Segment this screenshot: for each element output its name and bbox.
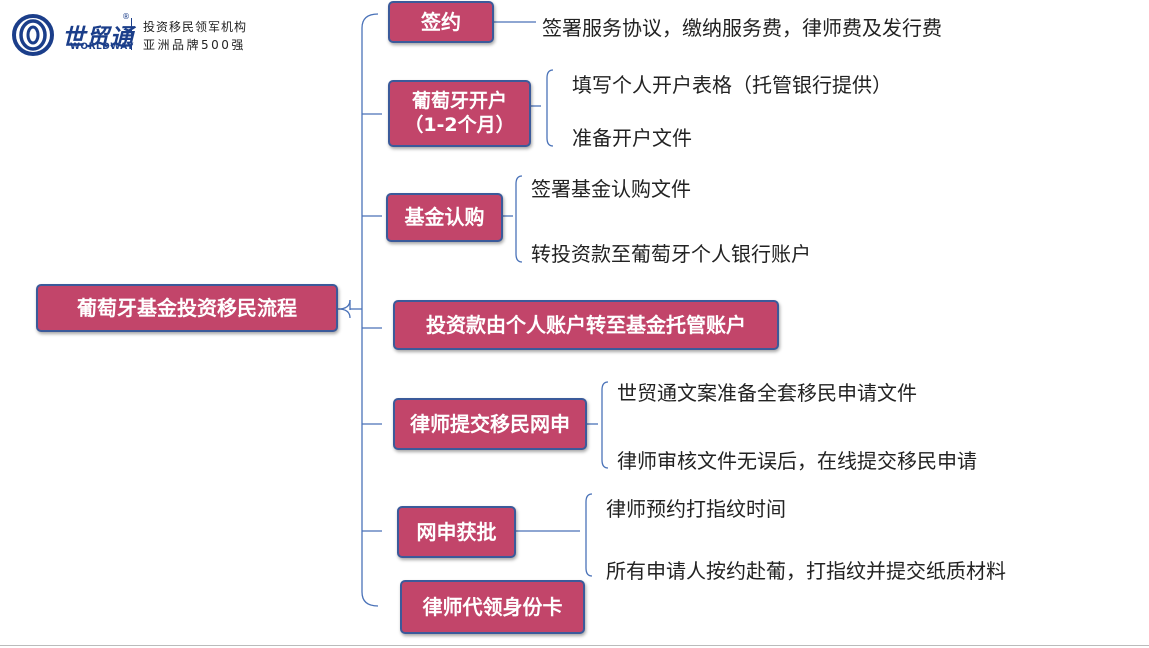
step-6-box: 网申获批 (397, 506, 516, 558)
root-label: 葡萄牙基金投资移民流程 (77, 295, 297, 320)
step-1-label: 签约 (421, 9, 461, 34)
step-5-label: 律师提交移民网申 (410, 411, 570, 436)
step-3-label: 基金认购 (404, 205, 485, 229)
step-1-box: 签约 (388, 1, 494, 43)
step-5-item-2: 律师审核文件无误后，在线提交移民申请 (617, 449, 977, 473)
step-3-item-2: 转投资款至葡萄牙个人银行账户 (531, 242, 811, 266)
step-5-box: 律师提交移民网申 (393, 398, 587, 450)
logo-tagline-2: 亚洲品牌500强 (143, 38, 246, 52)
logo-divider (131, 18, 132, 50)
step-2-label: 葡萄牙开户 （1-2个月） (404, 89, 515, 136)
step-5-item-1: 世贸通文案准备全套移民申请文件 (617, 381, 917, 405)
step-4-label: 投资款由个人账户转至基金托管账户 (426, 312, 746, 337)
step-6-item-2: 所有申请人按约赴葡，打指纹并提交纸质材料 (606, 559, 1006, 583)
step-4-box: 投资款由个人账户转至基金托管账户 (393, 300, 779, 350)
step-7-label: 律师代领身份卡 (422, 594, 563, 619)
worldway-logo-icon (12, 14, 54, 56)
step-2-item-2: 准备开户文件 (572, 126, 692, 150)
step-6-label: 网申获批 (416, 519, 497, 544)
registered-mark-icon: ® (122, 12, 130, 21)
step-3-item-1: 签署基金认购文件 (531, 177, 691, 201)
step-3-box: 基金认购 (386, 193, 503, 242)
logo: 世贸通 ® WORLDWAY 投资移民领军机构 亚洲品牌500强 (12, 12, 272, 58)
bottom-divider (0, 645, 1149, 646)
root-node: 葡萄牙基金投资移民流程 (36, 284, 338, 332)
logo-brand-en: WORLDWAY (70, 42, 134, 52)
logo-tagline-1: 投资移民领军机构 (143, 20, 248, 34)
logo-brand-cn: 世贸通 (62, 25, 134, 51)
step-2-box: 葡萄牙开户 （1-2个月） (388, 80, 531, 147)
step-2-item-1: 填写个人开户表格（托管银行提供） (572, 73, 892, 97)
step-6-item-1: 律师预约打指纹时间 (606, 497, 786, 521)
step-7-box: 律师代领身份卡 (400, 580, 585, 634)
step-1-item-1: 签署服务协议，缴纳服务费，律师费及发行费 (542, 16, 942, 40)
